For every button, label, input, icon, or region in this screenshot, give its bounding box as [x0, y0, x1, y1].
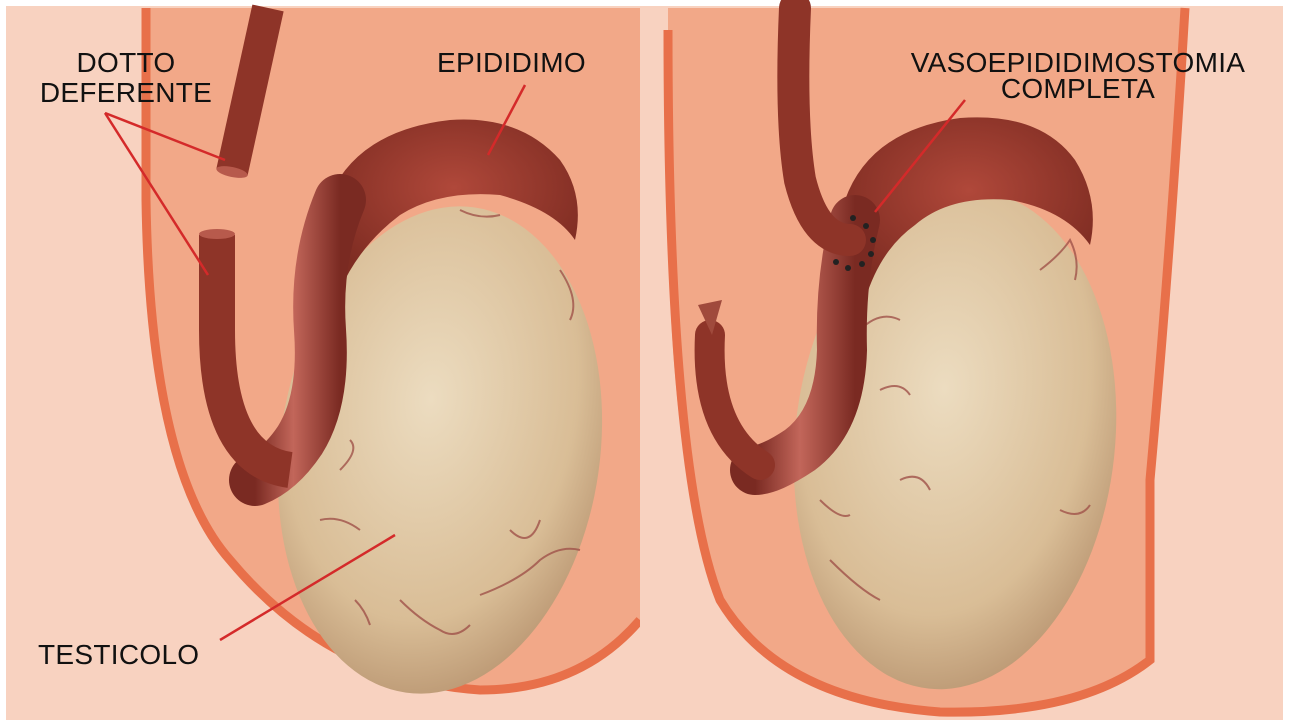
label-anastomosis-line2: COMPLETA: [888, 74, 1268, 104]
label-epididymis: EPIDIDIMO: [437, 48, 586, 78]
label-vas-deferens-line1: DOTTO: [26, 48, 226, 78]
label-anastomosis: VASOEPIDIDIMOSTOMIA COMPLETA: [888, 48, 1268, 104]
label-vas-deferens: DOTTO DEFERENTE: [26, 48, 226, 108]
label-vas-deferens-line2: DEFERENTE: [26, 78, 226, 108]
vas-deferens-left-cut-end: [199, 229, 235, 239]
label-testicle: TESTICOLO: [38, 640, 199, 670]
